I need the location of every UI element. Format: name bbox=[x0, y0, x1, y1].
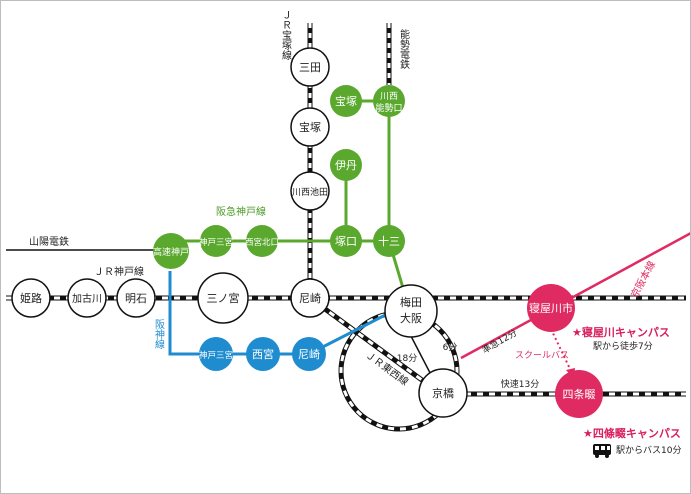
station-takarazuka-hankyu[interactable]: 宝塚 bbox=[330, 85, 362, 117]
neyagawa-campus-title: ★寝屋川キャンパス bbox=[572, 325, 670, 339]
school-bus-route bbox=[550, 328, 572, 372]
station-nishinomiya[interactable]: 西宮 bbox=[246, 337, 280, 371]
station-kyobashi[interactable]: 京橋 bbox=[418, 368, 468, 418]
tozai-time: 18分 bbox=[397, 353, 417, 364]
svg-text:寝屋川市: 寝屋川市 bbox=[529, 301, 573, 315]
station-kawanishi-ikeda[interactable]: 川西池田 bbox=[290, 171, 330, 211]
svg-text:西宮北口: 西宮北口 bbox=[245, 237, 279, 248]
station-itami[interactable]: 伊丹 bbox=[330, 149, 362, 181]
svg-text:加古川: 加古川 bbox=[72, 292, 102, 305]
hanshin-label: 阪神線 bbox=[153, 318, 165, 349]
svg-text:神戸三宮: 神戸三宮 bbox=[199, 237, 233, 248]
neyagawa-campus-access: 駅から徒歩7分 bbox=[593, 340, 653, 352]
station-amagasaki-hanshin[interactable]: 尼崎 bbox=[292, 337, 326, 371]
station-tsukaguchi[interactable]: 塚口 bbox=[330, 225, 362, 257]
shijonawate-campus-title: ★四條畷キャンパス bbox=[583, 426, 681, 440]
station-umeda-osaka[interactable]: 梅田 大阪 bbox=[384, 284, 438, 338]
station-himeji[interactable]: 姫路 bbox=[11, 278, 51, 318]
svg-text:西宮: 西宮 bbox=[252, 347, 274, 361]
keihan-line bbox=[460, 232, 690, 360]
station-sannomiya[interactable]: 三ノ宮 bbox=[197, 272, 249, 324]
station-juso[interactable]: 十三 bbox=[373, 225, 405, 257]
svg-text:京橋: 京橋 bbox=[432, 386, 454, 400]
svg-text:尼崎: 尼崎 bbox=[298, 347, 320, 361]
svg-text:明石: 明石 bbox=[125, 292, 147, 305]
hankyu-kobe-label: 阪急神戸線 bbox=[216, 205, 266, 218]
station-akashi[interactable]: 明石 bbox=[116, 278, 156, 318]
umeda-kyobashi-time: 6分 bbox=[443, 342, 458, 353]
bus-icon bbox=[593, 444, 611, 458]
station-takarazuka-jr[interactable]: 宝塚 bbox=[290, 107, 330, 147]
svg-text:神戸三宮: 神戸三宮 bbox=[199, 350, 233, 361]
keihan-time: 準急12分 bbox=[480, 327, 519, 357]
station-kosoku-kobe[interactable]: 高速神戸 bbox=[153, 233, 189, 269]
station-nishinomiya-kitaguchi[interactable]: 西宮北口 bbox=[245, 225, 279, 257]
kaisoku-time: 快速13分 bbox=[501, 378, 539, 390]
svg-text:大阪: 大阪 bbox=[400, 311, 422, 325]
station-kakogawa[interactable]: 加古川 bbox=[67, 278, 107, 318]
jr-kobe-label: ＪＲ神戸線 bbox=[94, 265, 144, 278]
svg-text:四条畷: 四条畷 bbox=[563, 387, 596, 401]
station-kawanishi-noseguchi[interactable]: 川西 能勢口 bbox=[373, 85, 405, 117]
svg-text:川西: 川西 bbox=[380, 91, 398, 102]
sanyo-dentetsu-label: 山陽電鉄 bbox=[29, 235, 69, 248]
station-sanda[interactable]: 三田 bbox=[290, 47, 330, 87]
svg-text:三ノ宮: 三ノ宮 bbox=[207, 291, 240, 305]
station-kobe-sannomiya-hanshin[interactable]: 神戸三宮 bbox=[199, 337, 233, 371]
jr-takarazuka-label: ＪＲ宝塚線 bbox=[280, 10, 292, 60]
svg-text:尼崎: 尼崎 bbox=[299, 291, 321, 305]
nose-dentetsu-label: 能勢電鉄 bbox=[398, 28, 410, 70]
svg-text:姫路: 姫路 bbox=[20, 291, 42, 305]
station-shijonawate[interactable]: 四条畷 bbox=[555, 370, 603, 418]
svg-text:宝塚: 宝塚 bbox=[299, 120, 321, 134]
station-amagasaki[interactable]: 尼崎 bbox=[290, 278, 330, 318]
svg-text:梅田: 梅田 bbox=[400, 295, 422, 309]
jr-tozai-line bbox=[308, 295, 443, 397]
svg-text:三田: 三田 bbox=[299, 61, 321, 74]
svg-text:十三: 十三 bbox=[378, 234, 400, 248]
svg-text:塚口: 塚口 bbox=[335, 235, 357, 248]
shijonawate-campus-access: 駅からバス10分 bbox=[616, 445, 681, 456]
school-bus-label: スクールバス bbox=[515, 350, 569, 361]
svg-text:宝塚: 宝塚 bbox=[335, 94, 357, 108]
svg-text:高速神戸: 高速神戸 bbox=[153, 246, 189, 258]
hankyu-line bbox=[171, 99, 408, 299]
svg-text:川西池田: 川西池田 bbox=[292, 186, 328, 198]
station-neyagawashi[interactable]: 寝屋川市 bbox=[527, 284, 575, 332]
station-kobe-sannomiya-hankyu[interactable]: 神戸三宮 bbox=[199, 225, 233, 257]
svg-text:伊丹: 伊丹 bbox=[335, 159, 357, 172]
svg-text:能勢口: 能勢口 bbox=[375, 102, 402, 114]
